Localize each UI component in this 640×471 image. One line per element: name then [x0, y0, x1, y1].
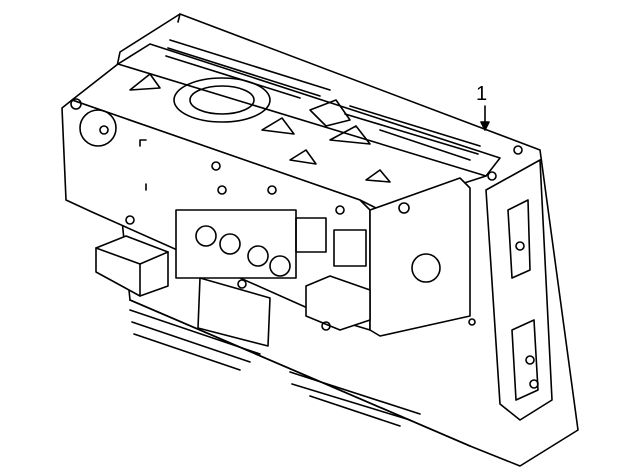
- side-bracket: [295, 177, 476, 337]
- side-plug: [95, 235, 169, 297]
- callout-leader: [480, 105, 490, 131]
- mounting-bracket: [485, 145, 553, 421]
- callout-label: 1: [476, 83, 488, 105]
- top-cover: [71, 39, 501, 211]
- rca-connectors: [175, 209, 297, 347]
- bottom-housing: [129, 299, 471, 447]
